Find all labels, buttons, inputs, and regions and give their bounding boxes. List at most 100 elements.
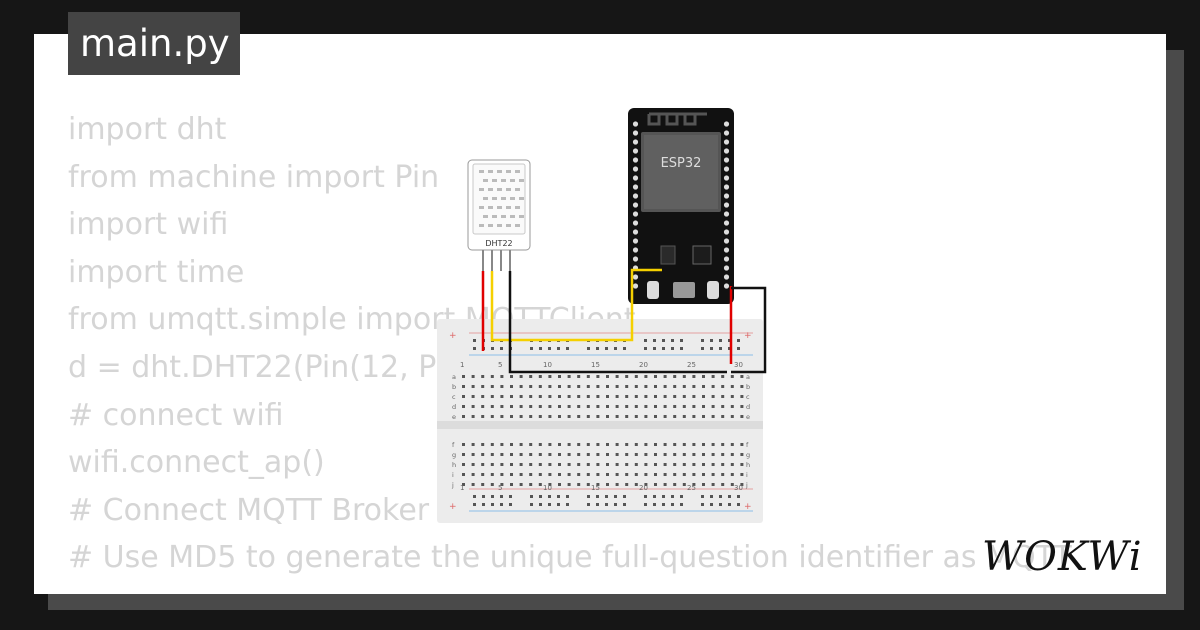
breadboard-hole — [644, 375, 648, 378]
rail-hole — [710, 495, 713, 498]
breadboard-hole — [711, 463, 715, 466]
breadboard-hole — [567, 415, 571, 418]
vent-slot — [501, 215, 506, 218]
vent-slot — [510, 197, 515, 200]
breadboard-hole — [481, 395, 485, 398]
breadboard-hole — [730, 453, 734, 456]
header-pin — [723, 202, 730, 208]
breadboard-hole — [529, 415, 533, 418]
header-pin — [723, 184, 730, 190]
breadboard-hole — [730, 415, 734, 418]
file-tab[interactable]: main.py — [68, 12, 240, 75]
breadboard-hole — [500, 453, 504, 456]
breadboard-hole — [702, 405, 705, 408]
breadboard-hole — [654, 463, 657, 466]
vent-slot — [506, 206, 511, 209]
header-pin — [723, 157, 730, 163]
breadboard-hole — [462, 443, 465, 446]
breadboard-hole — [567, 405, 571, 408]
breadboard-hole — [538, 405, 542, 408]
rail-hole — [596, 495, 599, 498]
rail-hole — [728, 339, 731, 342]
column-number: 20 — [639, 484, 648, 492]
column-number: 5 — [498, 361, 502, 369]
rail-hole — [644, 347, 647, 350]
dht22-sensor[interactable]: DHT22 — [467, 159, 531, 271]
esp32-board[interactable]: ESP32 — [628, 108, 734, 304]
rail-hole — [530, 495, 533, 498]
rail-hole — [566, 495, 569, 498]
breadboard-hole — [519, 483, 523, 486]
vent-slot — [510, 215, 515, 218]
rail-hole — [680, 503, 683, 506]
breadboard-hole — [606, 395, 609, 398]
breadboard-hole — [673, 483, 677, 486]
breadboard-hole — [596, 415, 600, 418]
usb-chip — [692, 245, 712, 265]
header-pin — [632, 238, 639, 244]
breadboard-hole — [567, 443, 571, 446]
breadboard-hole — [558, 473, 561, 476]
vent-slot — [506, 224, 511, 227]
boot-button[interactable] — [647, 281, 659, 299]
header-pin — [723, 229, 730, 235]
breadboard-hole — [615, 405, 619, 408]
rail-hole — [614, 347, 617, 350]
code-line: import time — [68, 254, 245, 290]
breadboard-hole — [654, 473, 657, 476]
vent-slot — [488, 188, 493, 191]
rail-hole — [539, 495, 542, 498]
breadboard-hole — [471, 473, 475, 476]
rail-hole — [701, 339, 704, 342]
vent-slot — [515, 188, 520, 191]
rail-hole — [530, 503, 533, 506]
breadboard-hole — [644, 415, 648, 418]
rail-hole — [728, 503, 731, 506]
header-pin — [632, 211, 639, 217]
breadboard-hole — [462, 453, 465, 456]
breadboard-hole — [644, 385, 648, 388]
breadboard-hole — [586, 385, 590, 388]
vent-slot — [479, 170, 484, 173]
vent-slot — [483, 215, 488, 218]
header-pin — [723, 130, 730, 136]
breadboard-hole — [577, 405, 581, 408]
breadboard-hole — [500, 463, 504, 466]
code-line: import wifi — [68, 207, 229, 243]
reset-button[interactable] — [707, 281, 719, 299]
header-pin — [632, 157, 639, 163]
breadboard-hole — [606, 483, 609, 486]
breadboard-hole — [471, 405, 475, 408]
breadboard-hole — [730, 463, 734, 466]
breadboard-hole — [721, 443, 725, 446]
breadboard-hole — [558, 463, 561, 466]
plus-mark: + — [449, 331, 457, 341]
rail-hole — [671, 339, 674, 342]
header-pin — [723, 274, 730, 280]
breadboard-hole — [721, 405, 725, 408]
row-letter: c — [452, 393, 456, 401]
breadboard-hole — [606, 453, 609, 456]
header-pin — [723, 265, 730, 271]
rail-hole — [509, 495, 512, 498]
rail-hole — [557, 347, 560, 350]
breadboard-hole — [558, 395, 561, 398]
breadboard-hole — [663, 395, 667, 398]
breadboard-hole — [529, 463, 533, 466]
rail-hole — [587, 495, 590, 498]
breadboard-hole — [663, 483, 667, 486]
rail-hole — [491, 503, 494, 506]
breadboard-hole — [586, 443, 590, 446]
breadboard-hole — [634, 453, 638, 456]
breadboard-hole — [615, 385, 619, 388]
breadboard-hole — [596, 453, 600, 456]
breadboard-hole — [663, 463, 667, 466]
rail-hole — [653, 347, 656, 350]
code-line: # connect wifi — [68, 397, 284, 433]
vent-slot — [506, 170, 511, 173]
vent-slot — [492, 179, 497, 182]
breadboard-hole — [730, 385, 734, 388]
breadboard-hole — [519, 395, 523, 398]
rail-hole — [548, 503, 551, 506]
